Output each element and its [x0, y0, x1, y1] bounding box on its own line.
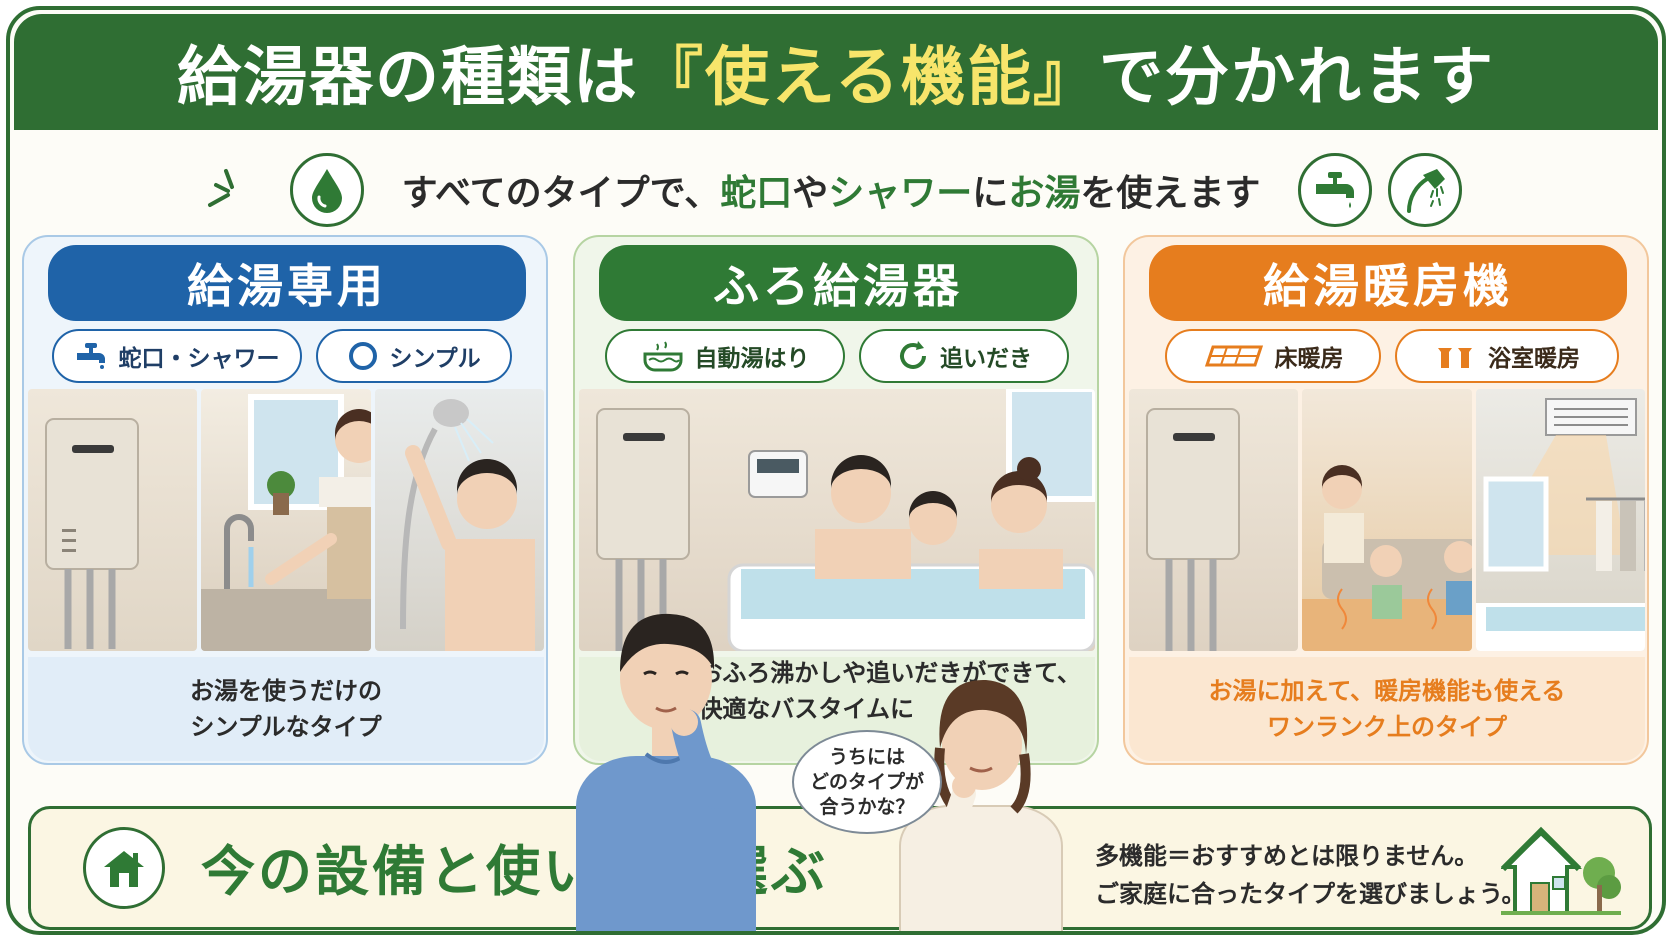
desc-line: シンプルなタイプ — [190, 713, 382, 741]
card-heating-water-heater: 給湯暖房機 床暖房 浴室暖房 お湯に加えて、暖房機能も使えるワンランク上のタイプ — [1123, 235, 1649, 765]
title-prefix: 給湯器の種類は — [176, 41, 639, 115]
subtitle-part: に — [972, 173, 1009, 214]
woman-thinking-illustration — [899, 679, 1063, 931]
bath-heater-icon — [1438, 348, 1472, 368]
feature-pill-floor-heating: 床暖房 — [1165, 329, 1381, 383]
bubble-line: どのタイプが — [809, 770, 924, 793]
desc-line: お湯に加えて、暖房機能も使える — [1208, 677, 1566, 705]
card-description: お湯を使うだけのシンプルなタイプ — [28, 657, 544, 761]
card-tankless-water-heater: 給湯専用 蛇口・シャワー シンプル お湯を使うだけのシンプルなタイプ — [22, 235, 548, 765]
feature-label: シンプル — [389, 346, 481, 372]
card-photos — [1129, 389, 1645, 651]
floor-heating-icon — [1204, 345, 1263, 367]
card-photos — [28, 389, 544, 651]
bottom-banner: 今の設備と使い方で選ぶ 多機能＝おすすめとは限りません。 ご家庭に合ったタイプを… — [28, 806, 1652, 930]
feature-pill-auto-fill: 自動湯はり — [605, 329, 845, 383]
photo-family-floor-heating — [1302, 389, 1472, 651]
subtitle-part: や — [792, 173, 829, 214]
feature-pill-bath-heater: 浴室暖房 — [1395, 329, 1619, 383]
water-drop-icon — [289, 153, 364, 227]
photo-bathroom-heater — [1475, 389, 1645, 651]
title-suffix: で分かれます — [1099, 41, 1496, 115]
faucet-icon — [76, 343, 105, 369]
subtitle-faucet-word: 蛇口 — [720, 173, 793, 214]
thought-bubble: うちにはどのタイプが合うかな？ — [792, 730, 942, 834]
page-title: 給湯器の種類は『使える機能』で分かれます — [177, 26, 1495, 118]
photo-man-in-shower — [374, 389, 544, 651]
subtitle-row: すべてのタイプで、蛇口やシャワーにお湯を使えます — [10, 150, 1662, 230]
house-icon — [83, 827, 165, 909]
card-description: お湯に加えて、暖房機能も使えるワンランク上のタイプ — [1129, 657, 1645, 761]
note-line: 多機能＝おすすめとは限りません。 — [1095, 842, 1479, 870]
feature-label: 蛇口・シャワー — [118, 346, 280, 372]
bubble-line: 合うかな？ — [819, 795, 915, 818]
photo-woman-at-sink — [201, 389, 371, 651]
card-photos — [579, 389, 1095, 651]
man-thinking-illustration — [576, 613, 756, 931]
feature-pill-simple: シンプル — [316, 329, 512, 383]
circle-icon — [349, 342, 378, 370]
bubble-line: うちには — [828, 745, 905, 768]
feature-pill-reheat: 追いだき — [859, 329, 1069, 383]
desc-line: おふろ沸かしや追いだきができて、 — [698, 659, 1081, 687]
feature-label: 追いだき — [940, 346, 1032, 372]
feature-label: 自動湯はり — [694, 346, 810, 372]
card-title: ふろ給湯器 — [599, 245, 1077, 321]
desc-line: お湯を使うだけの — [190, 677, 382, 705]
faucet-icon — [1298, 153, 1373, 227]
subtitle-part: を使えます — [1080, 173, 1261, 214]
subtitle-text: すべてのタイプで、蛇口やシャワーにお湯を使えます — [402, 164, 1261, 216]
feature-pill-faucet-shower: 蛇口・シャワー — [52, 329, 302, 383]
title-highlight: 『使える機能』 — [638, 41, 1100, 115]
title-bar: 給湯器の種類は『使える機能』で分かれます — [14, 14, 1658, 130]
card-title: 給湯暖房機 — [1149, 245, 1627, 321]
desc-line: ワンランク上のタイプ — [1266, 713, 1507, 741]
infographic-frame: 給湯器の種類は『使える機能』で分かれます すべてのタイプで、蛇口やシャワーにお湯… — [6, 6, 1666, 935]
desc-line: 快適なバスタイムに — [698, 695, 914, 723]
feature-label: 床暖房 — [1274, 346, 1344, 372]
bathtub-icon — [643, 341, 682, 372]
photo-family-bath — [579, 389, 1095, 651]
photo-water-heater-unit — [1129, 389, 1299, 651]
sparkle-lines-icon — [207, 169, 234, 207]
reheat-icon — [900, 341, 926, 369]
card-title: 給湯専用 — [48, 245, 526, 321]
subtitle-shower-word: シャワー — [828, 173, 973, 214]
note-line: ご家庭に合ったタイプを選びましょう。 — [1095, 880, 1526, 908]
subtitle-hotwater-word: お湯 — [1008, 173, 1081, 214]
house-with-tree-icon — [1501, 826, 1621, 915]
feature-label: 浴室暖房 — [1488, 346, 1580, 372]
bottom-note: 多機能＝おすすめとは限りません。 ご家庭に合ったタイプを選びましょう。 — [1095, 837, 1526, 913]
photo-water-heater-unit — [28, 389, 198, 651]
shower-icon — [1388, 153, 1463, 227]
subtitle-part: すべてのタイプで、 — [401, 173, 721, 214]
